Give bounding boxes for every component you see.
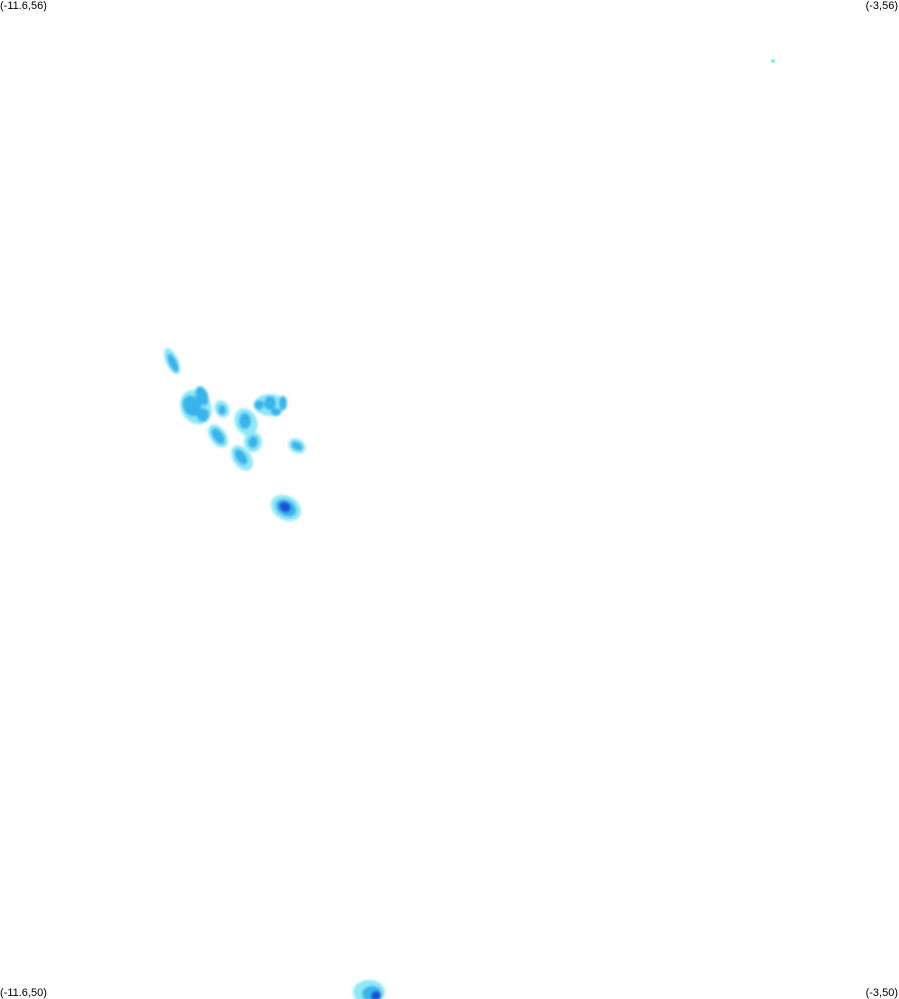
density-cluster-e bbox=[234, 408, 262, 452]
density-cluster-c bbox=[214, 400, 230, 418]
density-cluster-h bbox=[288, 438, 306, 454]
density-cluster-isolated-point bbox=[771, 59, 775, 63]
density-cluster-d bbox=[208, 424, 228, 448]
density-cluster-f bbox=[231, 445, 253, 471]
density-cluster-a bbox=[163, 348, 181, 374]
density-cluster-j bbox=[353, 980, 385, 999]
density-cluster-b bbox=[180, 386, 212, 425]
corner-label-bottom-left: (-11.6,50) bbox=[0, 987, 47, 999]
density-cluster-g bbox=[254, 394, 287, 416]
corner-label-top-left: (-11.6,56) bbox=[0, 0, 47, 12]
density-cluster-i bbox=[270, 494, 302, 522]
corner-label-top-right: (-3,56) bbox=[865, 0, 898, 12]
corner-label-bottom-right: (-3,50) bbox=[865, 987, 898, 999]
